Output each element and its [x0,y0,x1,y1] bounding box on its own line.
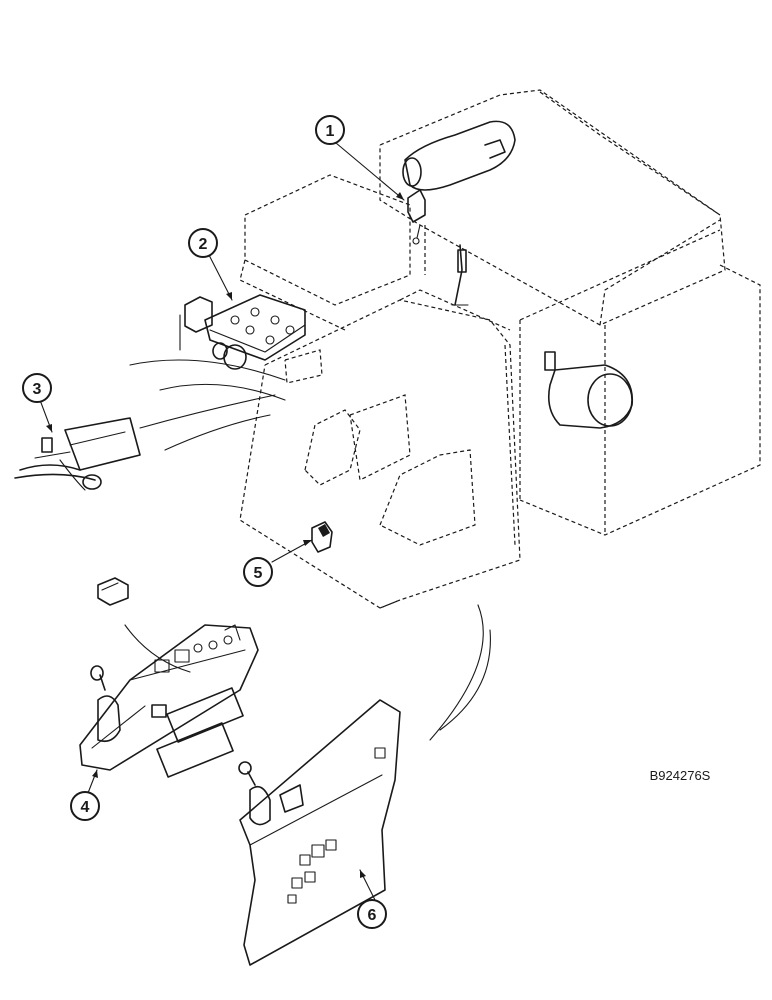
callout-5: 5 [243,557,273,587]
drawing-code: B924276S [650,768,711,783]
loose-pad [97,577,129,606]
callout-6: 6 [357,899,387,929]
part-6-side-panel [238,699,401,966]
callout-3-label: 3 [33,381,42,398]
leader-lines [39,142,405,901]
side-cylinder [544,351,634,429]
machine-body-outline [239,89,761,609]
part-1-bracket [407,189,469,306]
callout-4: 4 [70,791,100,821]
callout-2: 2 [188,228,218,258]
motion-arcs [124,359,491,741]
part-5-knob [311,521,333,553]
callout-2-label: 2 [199,236,208,253]
callout-4-label: 4 [81,799,90,816]
part-2-valve-block [179,294,306,370]
part-4-console [79,624,259,778]
callout-6-label: 6 [368,907,377,924]
callout-1-label: 1 [326,123,335,140]
muffler-cylinder [402,120,516,191]
callout-3: 3 [22,373,52,403]
part-3-switch-assembly [14,417,141,491]
callout-5-label: 5 [254,565,263,582]
callout-1: 1 [315,115,345,145]
